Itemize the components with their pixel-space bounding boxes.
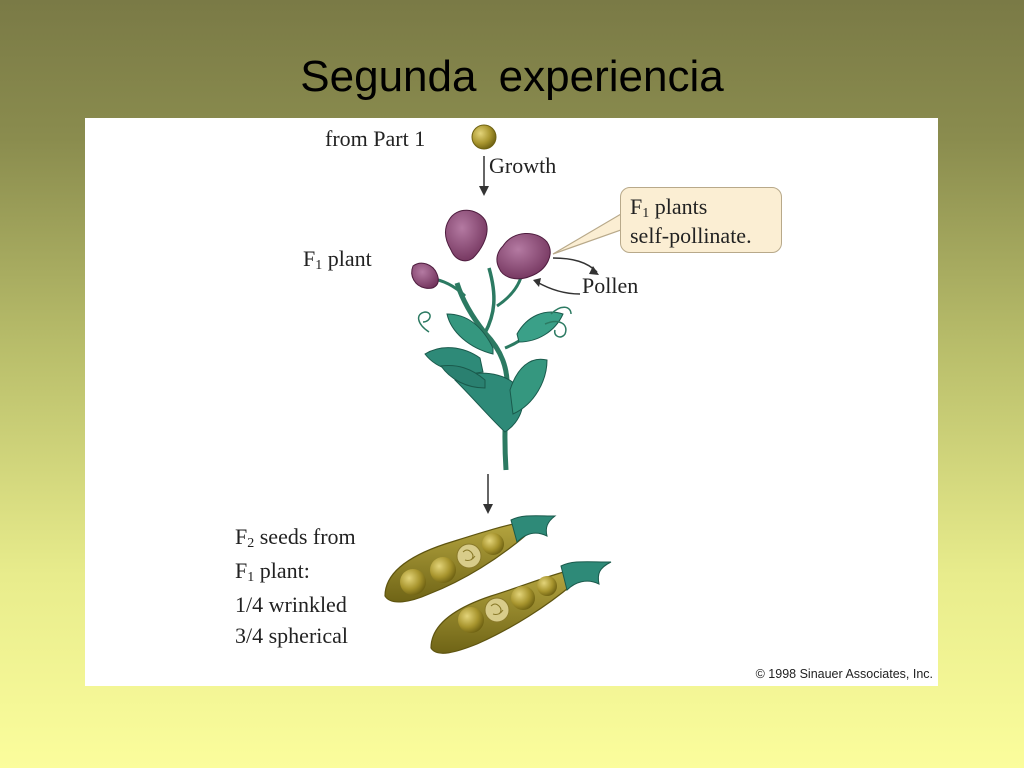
from-part-label: from Part 1 xyxy=(325,126,426,151)
pollen-label: Pollen xyxy=(582,273,639,298)
seeds-arrow-icon xyxy=(483,474,493,514)
leaf-icon xyxy=(454,372,524,433)
seed-icon xyxy=(471,124,497,150)
f2-seeds-text: F2 seeds from F1 plant: 1/4 wrinkled 3/4… xyxy=(235,526,356,656)
leaf-icon xyxy=(440,365,486,389)
leaf-icon xyxy=(516,311,564,343)
pea-pod-icon xyxy=(430,561,612,654)
diagram-panel: from Part 1 Growth F1 plant F1 plants se… xyxy=(85,118,938,686)
pea-pod-icon xyxy=(384,515,557,603)
callout-pointer xyxy=(552,212,622,255)
f2-line-3: 1/4 wrinkled xyxy=(235,592,347,617)
f2-line-4: 3/4 spherical xyxy=(235,623,349,648)
f1-plant-label: F1 plant xyxy=(303,246,372,273)
diagram-svg xyxy=(384,124,622,654)
copyright-text: © 1998 Sinauer Associates, Inc. xyxy=(755,667,933,681)
growth-label: Growth xyxy=(489,153,557,178)
f2-line-1: F2 seeds from xyxy=(235,524,356,551)
f2-line-2: F1 plant: xyxy=(235,558,310,585)
callout-line-1: F1 plants xyxy=(630,194,708,221)
pollen-arrows-icon xyxy=(533,257,599,295)
flower-icon xyxy=(496,233,551,280)
slide-title: Segunda experiencia xyxy=(300,52,724,101)
flower-icon xyxy=(411,262,439,289)
growth-arrow-icon xyxy=(479,156,489,196)
callout-box: F1 plants self-pollinate. xyxy=(620,187,782,253)
leaf-icon xyxy=(509,358,548,415)
leaf-icon xyxy=(446,313,494,355)
f1-plant-icon xyxy=(411,209,572,471)
flower-icon xyxy=(444,209,488,262)
callout-line-2: self-pollinate. xyxy=(630,223,752,248)
